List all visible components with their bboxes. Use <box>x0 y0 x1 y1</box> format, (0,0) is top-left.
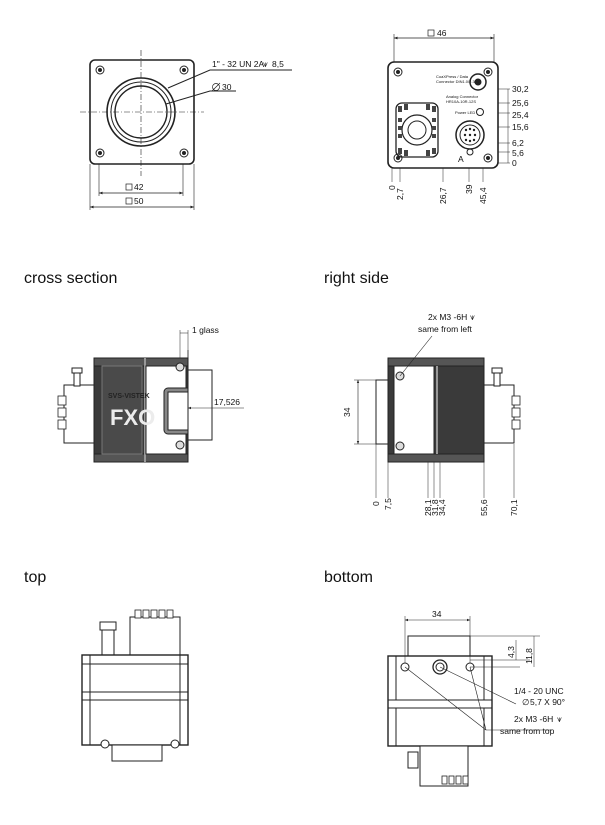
svg-text:0: 0 <box>387 185 397 190</box>
svg-text:⩛: ⩛ <box>263 59 268 69</box>
front-inner-width: 42 <box>134 182 144 192</box>
front-screw-bl <box>95 148 105 158</box>
top-view <box>81 609 189 762</box>
heat-sink <box>395 102 439 158</box>
svg-text:55,6: 55,6 <box>479 499 489 516</box>
front-view <box>80 50 292 210</box>
bottom-tripod-sub: 5,7 X 90° <box>530 697 565 707</box>
svg-text:0: 0 <box>512 158 517 168</box>
right-note-line2: same from left <box>418 324 472 334</box>
back-width: 46 <box>437 28 447 38</box>
svg-text:70,1: 70,1 <box>509 499 519 516</box>
bottom-holes-line1: 2x M3 -6H <box>514 714 553 724</box>
svg-text:15,6: 15,6 <box>512 122 529 132</box>
front-screw-tl <box>95 65 105 75</box>
svg-text:7,5: 7,5 <box>383 498 393 510</box>
svg-text:2,7: 2,7 <box>395 188 405 200</box>
svg-text:31,8: 31,8 <box>430 499 440 516</box>
back-horizontal-dims: 0 2,7 26,7 39 45,4 <box>387 184 488 204</box>
bottom-dim-b: 11,8 <box>524 648 534 664</box>
bottom-tripod-label: 1/4 - 20 UNC <box>514 686 564 696</box>
svg-text:28,1: 28,1 <box>423 499 433 516</box>
bottom-view <box>387 616 552 787</box>
title-cross-section: cross section <box>24 270 118 287</box>
front-thread-depth: 8,5 <box>272 59 284 69</box>
svg-text:34,4: 34,4 <box>437 499 447 516</box>
svg-text:∅: ∅ <box>522 697 530 707</box>
bottom-dim-a: 4,3 <box>506 646 516 658</box>
power-led-label: Power LED <box>455 110 475 115</box>
svg-text:⩛: ⩛ <box>470 312 475 322</box>
front-screw-tr <box>179 65 189 75</box>
right-note-line1: 2x M3 -6H <box>428 312 467 322</box>
bottom-width: 34 <box>432 609 442 619</box>
svg-text:30,2: 30,2 <box>512 84 529 94</box>
front-outer-width: 50 <box>134 196 144 206</box>
back-view <box>387 29 510 182</box>
cross-brand-logo: FXO <box>110 405 155 430</box>
back-vertical-dims: 30,2 25,6 25,4 15,6 6,2 5,6 0 <box>512 84 529 168</box>
svg-text:45,4: 45,4 <box>478 187 488 204</box>
cross-flange-label: 17,526 <box>214 397 240 407</box>
front-diameter: 30 <box>222 82 232 92</box>
front-thread-label: 1" - 32 UN 2A <box>212 59 264 69</box>
cross-brand-small: SVS-VISTEK <box>108 393 150 400</box>
title-right-side: right side <box>324 270 389 287</box>
title-top: top <box>24 569 47 586</box>
back-marker: A <box>458 154 464 164</box>
right-horizontal-dims: 0 7,5 28,1 31,8 34,4 55,6 70,1 <box>371 498 519 516</box>
svg-text:25,4: 25,4 <box>512 110 529 120</box>
right-side-view <box>354 335 521 498</box>
svg-text:25,6: 25,6 <box>512 98 529 108</box>
svg-text:26,7: 26,7 <box>438 187 448 204</box>
power-led-icon <box>476 108 484 116</box>
svg-text:0: 0 <box>371 501 381 506</box>
svg-text:39: 39 <box>464 184 474 194</box>
cross-section-view <box>57 330 244 463</box>
svg-text:6,2: 6,2 <box>512 138 524 148</box>
title-bottom: bottom <box>324 569 373 586</box>
right-height: 34 <box>342 407 352 417</box>
svg-text:⩛: ⩛ <box>557 714 562 724</box>
cross-glass-label: 1 glass <box>192 325 219 335</box>
svg-text:5,6: 5,6 <box>512 148 524 158</box>
bottom-holes-line2: same from top <box>500 726 555 736</box>
front-screw-br <box>179 148 189 158</box>
